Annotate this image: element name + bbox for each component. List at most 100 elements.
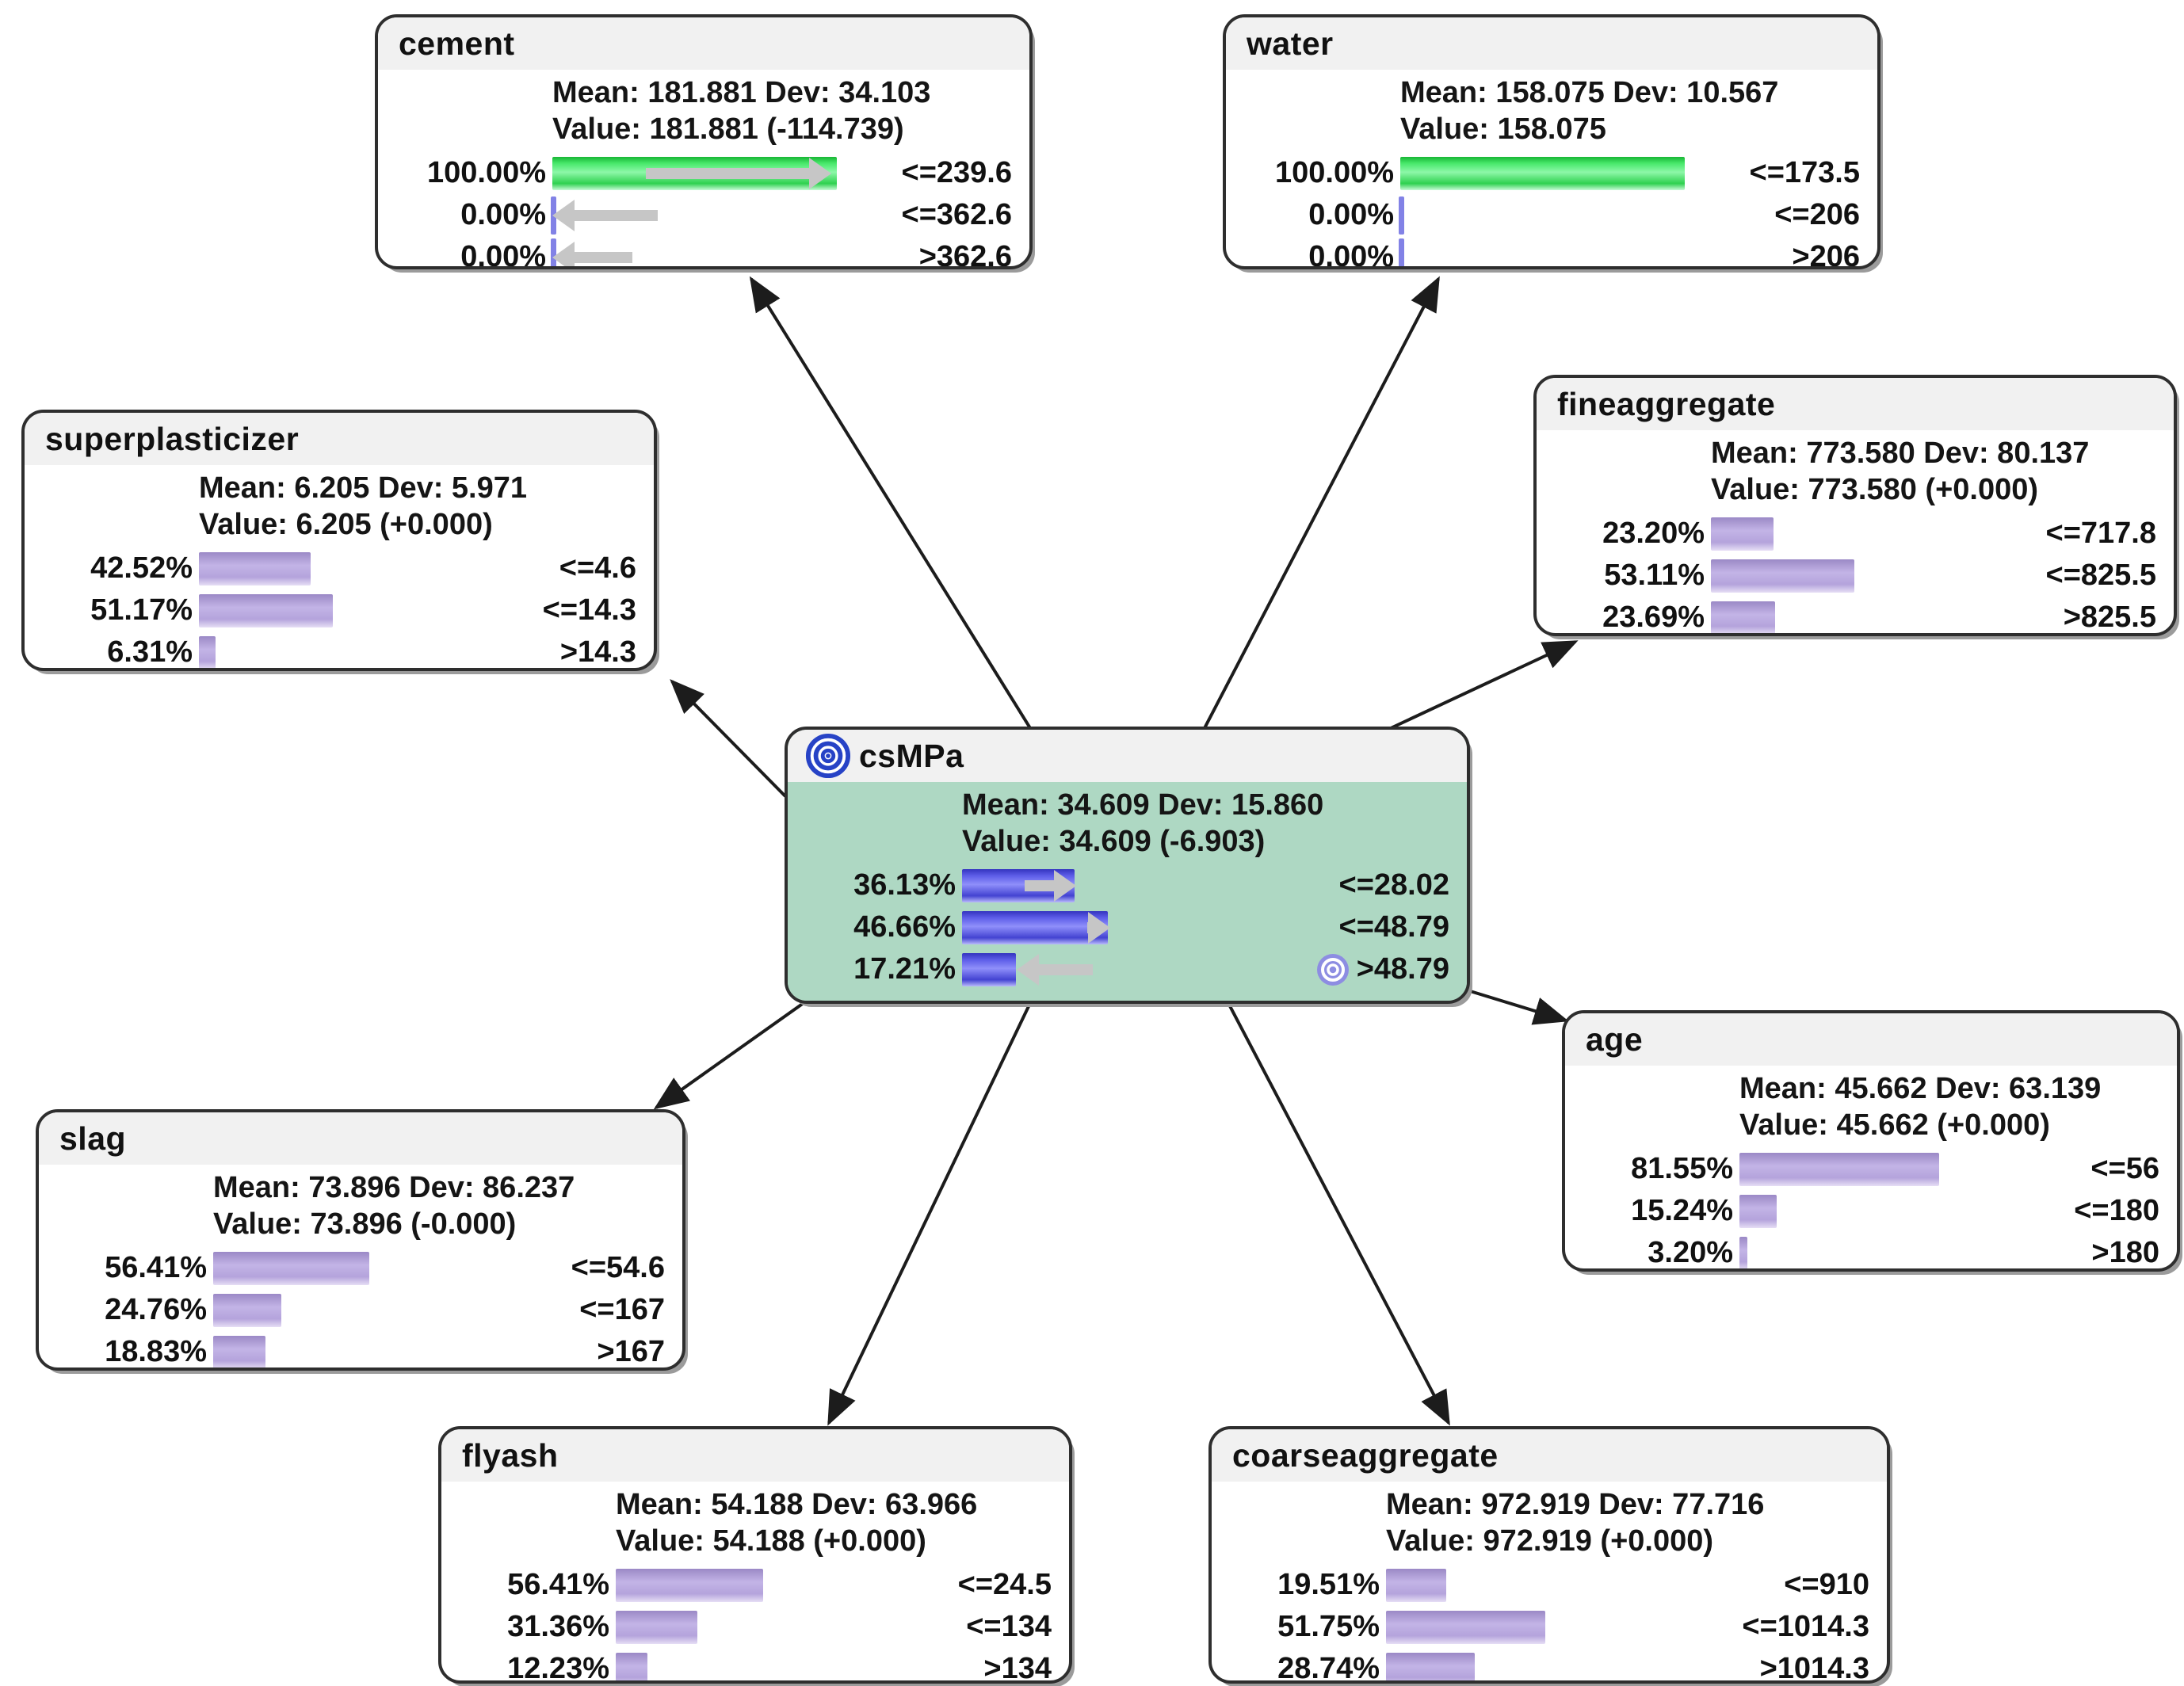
probability-bar-track [1386,1650,1694,1680]
node-title-bar[interactable]: age [1565,1013,2177,1066]
node-title: flyash [462,1436,559,1474]
node-fineaggregate[interactable]: fineaggregate Mean: 773.580 Dev: 80.137 … [1533,375,2177,636]
probability-bar-track [213,1333,490,1367]
belief-change-shaft [646,167,809,179]
state-threshold: <=180 [2074,1194,2159,1227]
state-label-wrap: >362.6 [850,240,1012,269]
state-probability: 100.00% [1274,156,1394,189]
state-label-wrap: <=180 [1997,1194,2159,1228]
mean-dev-line: Mean: 972.919 Dev: 77.716 [1386,1488,1765,1521]
node-title-bar[interactable]: flyash [441,1429,1069,1482]
state-label-wrap: <=717.8 [1994,517,2156,551]
state-probability: 56.41% [105,1251,207,1284]
node-slag[interactable]: slag Mean: 73.896 Dev: 86.237 Value: 73.… [36,1109,685,1371]
state-threshold: <=4.6 [559,551,636,585]
probability-bar-track [1711,556,1981,596]
node-superplasticizer[interactable]: superplasticizer Mean: 6.205 Dev: 5.971 … [21,410,657,671]
state-label-wrap: >48.79 [1287,952,1449,987]
node-title-bar[interactable]: coarseaggregate [1212,1429,1887,1482]
value-line: Value: 181.881 (-114.739) [552,113,904,146]
state-rows: 36.13% <=28.02 46.66% <=48.79 [805,864,1449,990]
state-row: 42.52% <=4.6 [42,547,636,589]
state-probability: 12.23% [507,1652,609,1684]
state-label-wrap: <=4.6 [474,551,636,586]
state-row: 0.00% <=206 [1243,194,1860,236]
state-label-wrap: <=28.02 [1287,868,1449,902]
node-title: csMPa [859,737,964,774]
state-rows: 23.20% <=717.8 53.11% <=825.5 23.69% [1554,513,2156,634]
state-label-wrap: >134 [889,1652,1052,1680]
state-probability: 42.52% [90,551,193,585]
state-threshold: <=14.3 [542,593,636,627]
state-row: 3.20% >180 [1583,1232,2159,1268]
node-title-bar[interactable]: superplasticizer [25,413,654,465]
value-line: Value: 34.609 (-6.903) [962,825,1266,858]
belief-change-shaft [1024,879,1054,891]
state-label-wrap: >825.5 [1994,601,2156,634]
node-cement[interactable]: cement Mean: 181.881 Dev: 34.103 Value: … [375,14,1033,269]
node-title-bar[interactable]: water [1226,17,1877,70]
zero-probability-tick [1399,196,1404,235]
probability-bar-track [199,549,461,589]
state-rows: 56.41% <=24.5 31.36% <=134 12.23% [459,1564,1052,1684]
state-label-wrap: >180 [1997,1236,2159,1268]
node-coarseaggregate[interactable]: coarseaggregate Mean: 972.919 Dev: 77.71… [1208,1426,1890,1684]
edge-csMPa-age [1467,989,1569,1025]
node-title-bar[interactable]: fineaggregate [1537,378,2174,430]
state-row: 23.20% <=717.8 [1554,513,2156,555]
state-label-wrap: <=239.6 [850,156,1012,190]
state-probability: 6.31% [107,635,193,669]
belief-change-arrow [1086,911,1111,944]
probability-bar [199,593,334,627]
state-row: 36.13% <=28.02 [805,864,1449,906]
belief-change-shaft [1086,921,1089,933]
probability-bar [1711,601,1775,633]
state-threshold: <=239.6 [901,156,1012,189]
probability-bar-track [1711,598,1981,633]
state-threshold: <=362.6 [901,198,1012,231]
state-threshold: <=56 [2090,1152,2159,1185]
state-threshold: <=54.6 [571,1251,665,1284]
node-title-bar[interactable]: cement [378,17,1029,70]
state-label-wrap: <=910 [1707,1568,1869,1602]
state-threshold: >362.6 [918,240,1012,269]
node-water[interactable]: water Mean: 158.075 Dev: 10.567 Value: 1… [1223,14,1880,269]
state-row: 51.75% <=1014.3 [1229,1606,1869,1648]
state-probability: 81.55% [1631,1152,1733,1185]
state-label-wrap: <=48.79 [1287,910,1449,944]
node-flyash[interactable]: flyash Mean: 54.188 Dev: 63.966 Value: 5… [438,1426,1072,1684]
value-line: Value: 972.919 (+0.000) [1386,1524,1714,1558]
zero-probability-tick [1399,238,1404,266]
mean-dev-line: Mean: 54.188 Dev: 63.966 [616,1488,978,1521]
state-probability: 0.00% [1308,240,1394,269]
value-line: Value: 158.075 [1400,113,1606,146]
belief-change-arrowhead [808,157,831,189]
state-threshold: >1014.3 [1759,1652,1869,1684]
probability-bar-track [616,1566,876,1605]
probability-bar-track [552,154,837,193]
state-row: 17.21% >48.79 [805,948,1449,990]
state-threshold: >14.3 [559,635,636,669]
probability-bar [213,1335,265,1367]
node-body: Mean: 773.580 Dev: 80.137 Value: 773.580… [1537,430,2174,634]
node-stats: Mean: 34.609 Dev: 15.860 Value: 34.609 (… [962,787,1449,860]
probability-bar-track [199,591,461,631]
state-probability: 23.20% [1602,517,1705,550]
state-label-wrap: <=825.5 [1994,559,2156,593]
probability-bar-track [1399,238,1685,266]
node-title-bar[interactable]: csMPa [788,730,1467,782]
probability-bar-track [1386,1566,1694,1605]
state-row: 100.00% <=239.6 [395,152,1012,194]
state-label-wrap: >167 [502,1335,665,1367]
state-row: 6.31% >14.3 [42,631,636,669]
state-probability: 100.00% [426,156,546,189]
state-threshold: >825.5 [2063,601,2156,634]
node-age[interactable]: age Mean: 45.662 Dev: 63.139 Value: 45.6… [1562,1010,2180,1272]
node-csMPa[interactable]: csMPa Mean: 34.609 Dev: 15.860 Value: 34… [785,727,1470,1004]
edge-csMPa-fineaggregate [1390,640,1579,730]
state-probability: 0.00% [1308,198,1394,231]
state-rows: 42.52% <=4.6 51.17% <=14.3 6.31% [42,547,636,669]
node-title-bar[interactable]: slag [39,1112,682,1165]
state-probability: 17.21% [853,952,956,986]
belief-change-arrowhead [1053,869,1076,902]
